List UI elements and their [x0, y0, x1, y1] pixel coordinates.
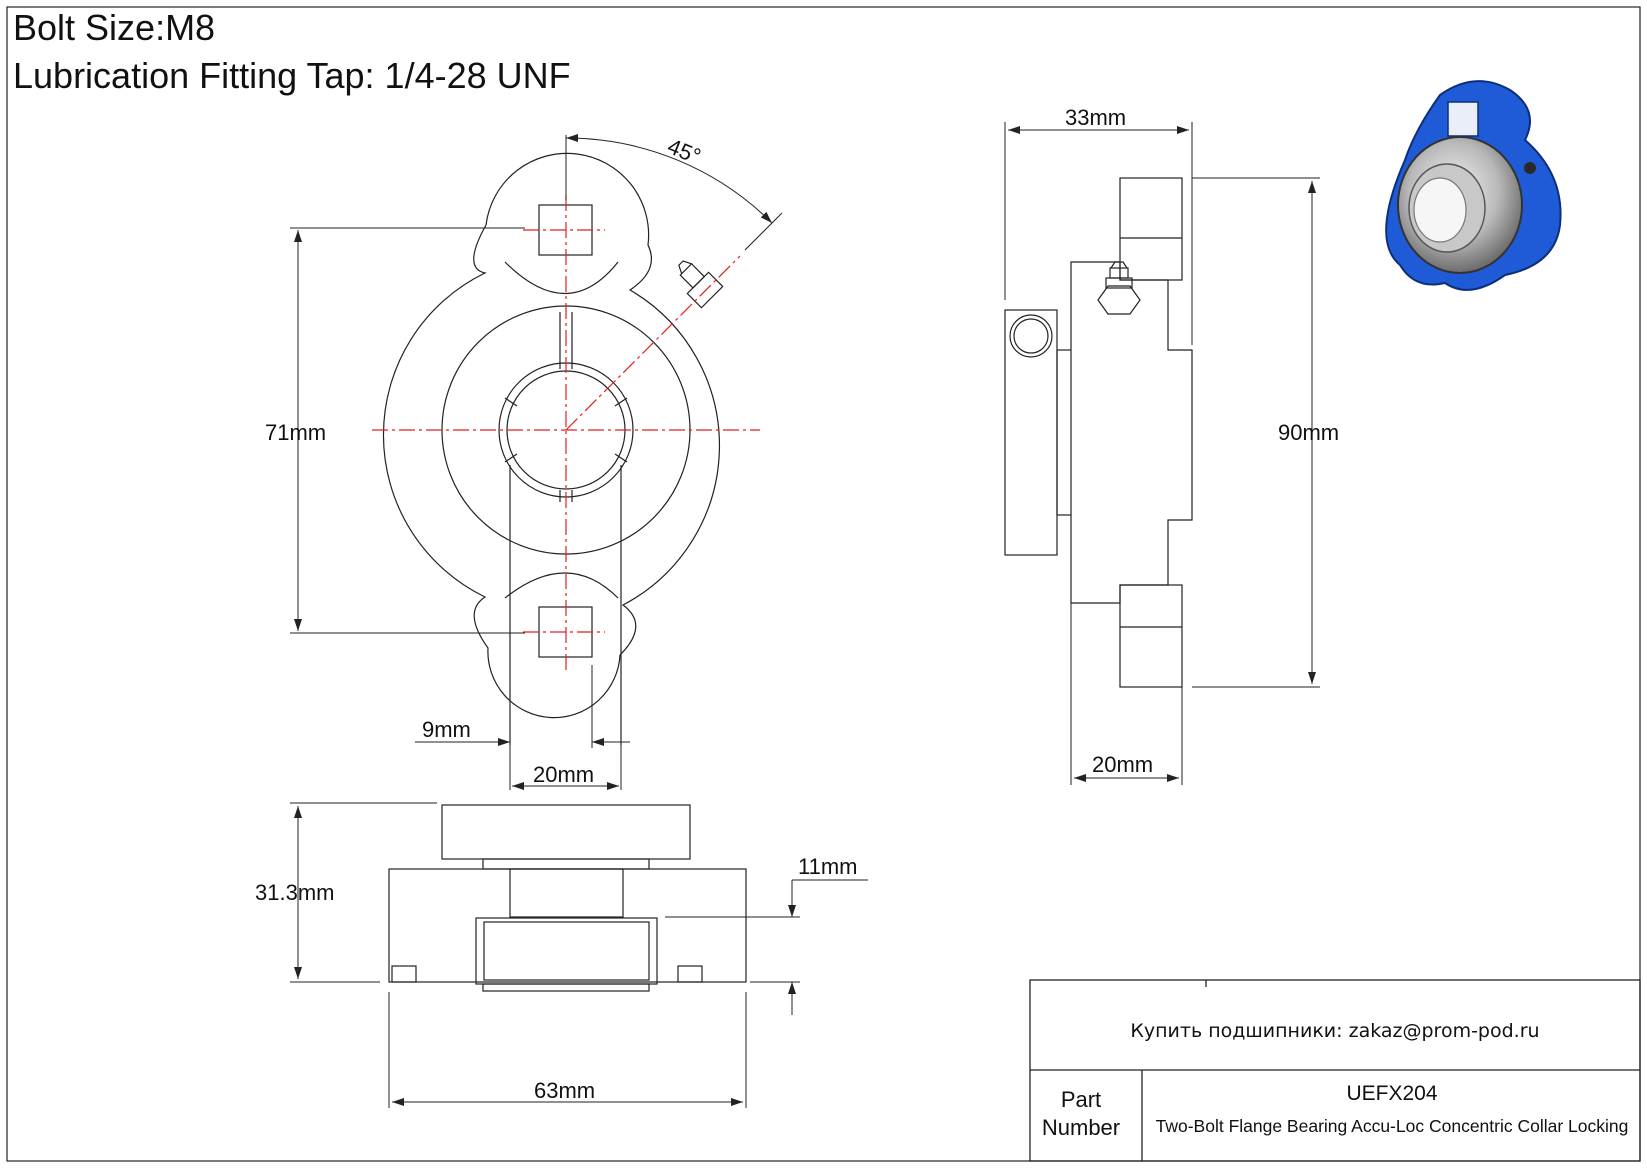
part-number-label: Part Number	[1041, 1087, 1121, 1140]
width-20-label: 20mm	[533, 762, 594, 787]
upper-ear-arc	[504, 261, 619, 294]
lower-ear-arc	[504, 572, 619, 599]
contact-line: Купить подшипники: zakaz@prom-pod.ru	[1130, 1020, 1540, 1042]
collar-top	[441, 804, 691, 860]
housing-body	[388, 868, 747, 983]
height-90-label: 90mm	[1278, 420, 1339, 445]
side-lower-ear	[1119, 584, 1183, 688]
dimension-labels: 45° 71mm 9mm 20mm 33mm 90mm 20mm 31.3mm …	[255, 105, 1339, 1103]
side-body	[1070, 261, 1193, 604]
front-dimensions	[290, 134, 783, 790]
front-centerlines	[372, 195, 760, 670]
front-grease-fitting	[678, 260, 724, 309]
depth-20-label: 20mm	[1092, 752, 1153, 777]
angle-label: 45°	[664, 133, 704, 169]
slot-9-label: 9mm	[422, 717, 471, 742]
side-view	[1004, 177, 1193, 688]
height-71-label: 71mm	[265, 420, 326, 445]
sheet-border	[6, 6, 1641, 1162]
part-number-value: UEFX204	[1346, 1082, 1438, 1105]
title-block	[1029, 979, 1641, 1162]
bottom-dimensions	[290, 802, 868, 1108]
bearing-3d-illustration	[1385, 80, 1562, 291]
side-upper-ear	[1119, 177, 1183, 281]
bottom-view	[388, 804, 747, 992]
lubrication-label: Lubrication Fitting Tap: 1/4-28 UNF	[13, 55, 571, 96]
width-33-label: 33mm	[1065, 105, 1126, 130]
side-dimensions	[1004, 122, 1320, 785]
length-63-label: 63mm	[534, 1078, 595, 1103]
height-31-label: 31.3mm	[255, 880, 334, 905]
front-view	[382, 152, 724, 745]
part-description: Two-Bolt Flange Bearing Accu-Loc Concent…	[1155, 1116, 1629, 1136]
thickness-11-label: 11mm	[798, 854, 858, 879]
bolt-size-label: Bolt Size:M8	[13, 7, 216, 48]
side-grease-fitting	[1097, 261, 1141, 315]
bearing-insert	[475, 917, 658, 985]
